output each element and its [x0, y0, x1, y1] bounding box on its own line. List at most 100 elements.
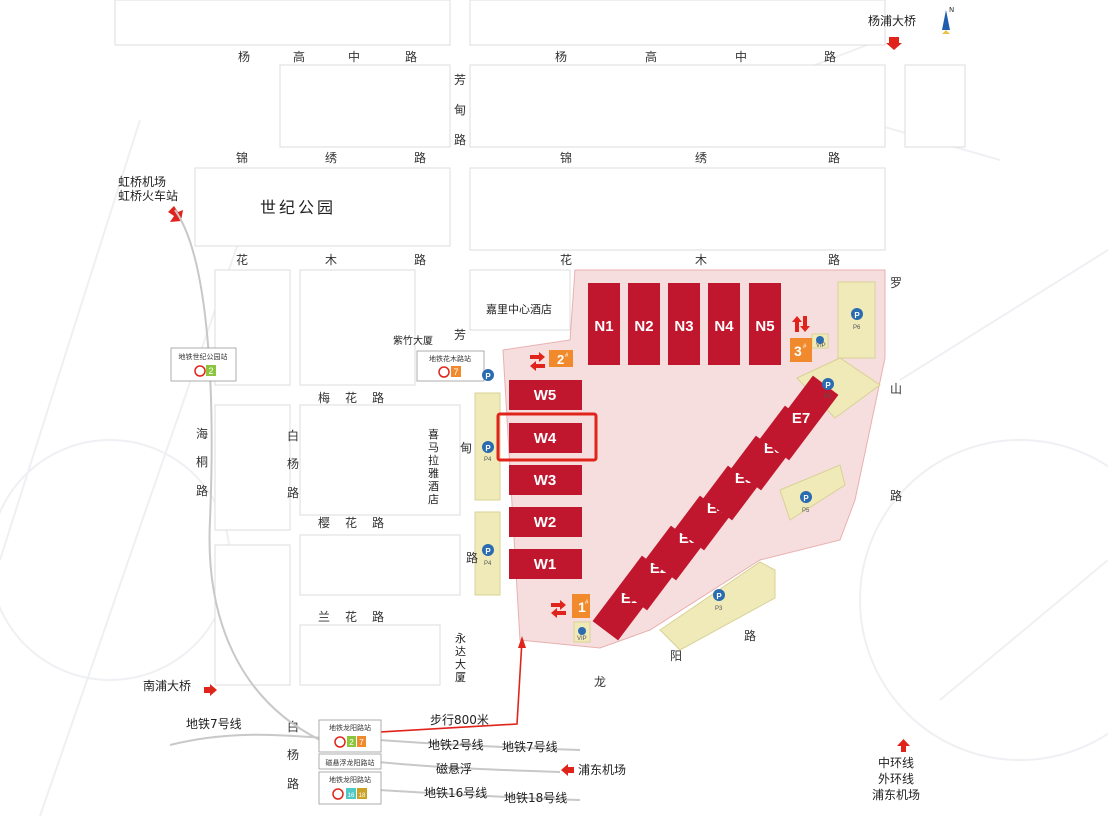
metro-logo-icon [438, 366, 450, 378]
hongqiao-airport-label: 虹桥机场 [118, 175, 166, 189]
svg-text:花: 花 [345, 515, 357, 530]
svg-text:酒: 酒 [428, 480, 439, 493]
hall-n3[interactable]: N3 [668, 283, 700, 365]
svg-text:龙: 龙 [594, 675, 606, 689]
hall-w1[interactable]: W1 [509, 549, 582, 579]
svg-text:路: 路 [196, 483, 208, 498]
arrow-right-icon [204, 684, 217, 696]
line7-label: 地铁7号线 [186, 717, 242, 731]
hall-w2[interactable]: W2 [509, 507, 582, 537]
parking-p5[interactable]: P P4 [482, 441, 494, 463]
road-luoshan: 罗 山 路 [890, 276, 902, 503]
svg-text:大: 大 [455, 657, 466, 671]
svg-text:路: 路 [405, 49, 417, 64]
svg-text:路: 路 [454, 132, 466, 147]
hall-e7[interactable]: E7 [763, 375, 839, 461]
entrance-arrows-icon [551, 600, 566, 618]
parking-icon [822, 378, 834, 390]
parking-p6[interactable]: P P5 [800, 491, 812, 514]
hall-n5[interactable]: N5 [749, 283, 781, 365]
parking-vip-south[interactable]: VIP [577, 627, 587, 642]
svg-text:马: 马 [428, 441, 439, 454]
svg-text:海: 海 [196, 426, 208, 441]
parking-p3[interactable]: P P3 [713, 589, 725, 612]
svg-text:芳: 芳 [454, 328, 466, 342]
maglev-station[interactable]: 磁悬浮龙阳路站 [318, 753, 382, 770]
svg-text:P: P [485, 444, 491, 453]
svg-text:甸: 甸 [460, 441, 472, 455]
svg-text:2: 2 [349, 738, 354, 747]
svg-text:路: 路 [372, 390, 384, 405]
svg-text:绣: 绣 [325, 151, 337, 165]
svg-text:E7: E7 [792, 410, 810, 427]
svg-text:甸: 甸 [454, 103, 466, 117]
hongqiao-station-label: 虹桥火车站 [118, 188, 178, 203]
parking-p7[interactable]: P P6 [851, 308, 863, 331]
parking-p4[interactable]: P P4 [482, 544, 494, 567]
line18-label: 地铁18号线 [504, 791, 567, 805]
entrance-3[interactable]: 3 # [790, 316, 812, 362]
maglev-label: 磁悬浮 [436, 761, 472, 776]
longyang-station-2[interactable]: 地铁龙阳路站 16 18 [318, 771, 382, 805]
svg-text:杨: 杨 [287, 747, 299, 762]
hall-n2[interactable]: N2 [628, 283, 660, 365]
entrance-1[interactable]: 1 # [551, 594, 590, 618]
hall-n4[interactable]: N4 [708, 283, 740, 365]
parking-p1[interactable]: P P1 [822, 378, 834, 400]
hall-w4[interactable]: W4 [509, 423, 582, 453]
line7-label-2: 地铁7号线 [502, 740, 558, 754]
svg-text:花: 花 [345, 609, 357, 624]
svg-text:路: 路 [824, 49, 836, 64]
longyang-station[interactable]: 地铁龙阳路站 2 7 [318, 719, 382, 753]
huamu-station[interactable]: 地铁花木路站 7 [416, 350, 485, 382]
city-blocks [114, 0, 966, 686]
road-lanhua: 兰 花 路 [318, 609, 384, 624]
hall-n1[interactable]: N1 [588, 283, 620, 365]
svg-text:杨: 杨 [555, 49, 567, 64]
middle-ring-label: 中环线 [878, 755, 914, 770]
road-fangdian: 芳 甸 路 芳 甸 路 [454, 73, 478, 565]
nanpu-bridge-label: 南浦大桥 [143, 678, 191, 693]
century-park-station[interactable]: 地铁世纪公园站 2 [170, 347, 237, 382]
line16-label: 地铁16号线 [424, 786, 487, 800]
svg-text:路: 路 [890, 488, 902, 503]
svg-text:花: 花 [560, 252, 572, 267]
outer-ring-label: 外环线 [878, 772, 914, 786]
pudong-airport-label: 浦东机场 [578, 763, 626, 777]
line2-label: 地铁2号线 [428, 738, 484, 752]
svg-text:18: 18 [359, 793, 366, 799]
svg-text:芳: 芳 [454, 73, 466, 87]
svg-text:罗: 罗 [890, 276, 902, 290]
svg-text:永: 永 [455, 631, 466, 645]
hall-w5[interactable]: W5 [509, 380, 582, 410]
svg-text:木: 木 [695, 253, 707, 267]
svg-text:厦: 厦 [455, 671, 466, 684]
hall-w3[interactable]: W3 [509, 465, 582, 495]
entrance-arrows-icon [530, 352, 545, 371]
parking-huamu[interactable]: P [482, 369, 494, 381]
svg-text:#: # [803, 344, 807, 350]
svg-text:2: 2 [208, 366, 213, 376]
svg-text:山: 山 [890, 382, 902, 396]
arrow-up-icon [897, 739, 910, 752]
svg-text:N2: N2 [634, 318, 653, 335]
svg-text:N4: N4 [714, 318, 734, 335]
parking-icon [851, 308, 863, 320]
metro-logo-icon [332, 788, 344, 800]
svg-text:7: 7 [453, 367, 458, 377]
svg-text:路: 路 [828, 252, 840, 267]
parking-vip-north[interactable]: VIP [816, 336, 826, 349]
parking-icon [816, 336, 824, 344]
svg-text:路: 路 [828, 150, 840, 165]
entrance-2[interactable]: 2 # [530, 350, 573, 371]
svg-text:N1: N1 [594, 318, 613, 335]
svg-text:P: P [854, 311, 860, 320]
svg-text:地铁世纪公园站: 地铁世纪公园站 [179, 352, 228, 361]
svg-text:VIP: VIP [816, 343, 826, 349]
svg-text:P4: P4 [484, 561, 492, 567]
road-yanggao-west: 杨 高 中 路 [238, 49, 417, 64]
svg-text:7: 7 [359, 738, 364, 747]
svg-text:高: 高 [645, 49, 657, 64]
svg-text:16: 16 [348, 793, 355, 799]
arrow-left-icon [561, 764, 574, 776]
